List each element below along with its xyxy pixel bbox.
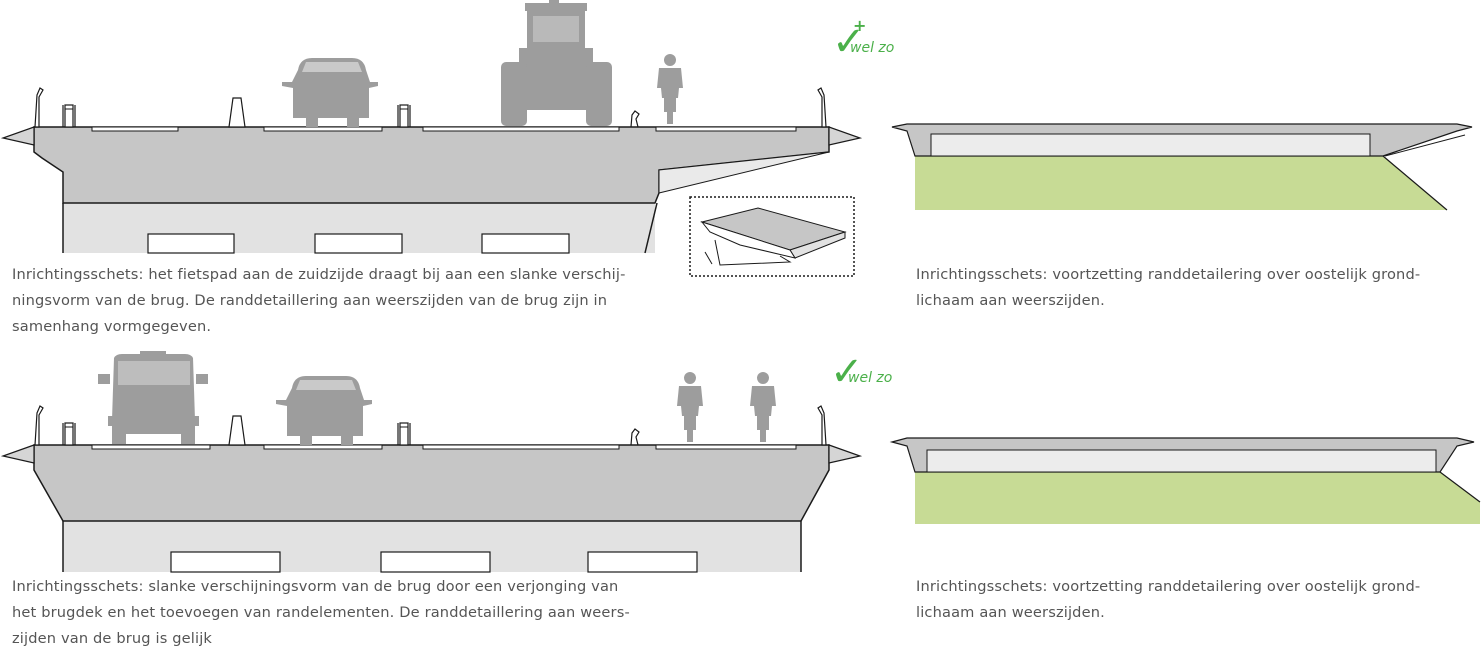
cyclist-icon [657,54,683,124]
car-icon [276,376,372,445]
approval-badge-top: ✓ + wel zo [832,18,902,65]
bottom-embankment-section [889,437,1481,524]
caption-top-right: Inrichtingsschets: voortzetting randdeta… [916,266,1421,309]
embankment-green [915,156,1447,210]
van-icon [98,351,208,444]
top-cross-section [0,0,863,254]
approval-badge-bottom: ✓ wel zo [830,352,900,392]
check-icon: ✓ [830,349,864,395]
caption-top-left: Inrichtingsschets: het fietspad aan de z… [12,266,626,335]
caption-bottom-right: Inrichtingsschets: voortzetting randdeta… [916,578,1421,621]
badge-label: wel zo [848,370,893,386]
embankment-green [915,472,1480,524]
car-icon [282,58,378,127]
cyclist-icon [750,372,776,442]
badge-label: wel zo [850,40,895,56]
check-plus-icon: ✓ [832,19,866,65]
cyclist-icon [677,372,703,442]
bridge-deck [33,444,830,522]
bottom-cross-section [0,351,863,573]
plus-mark: + [853,16,867,35]
tractor-icon [501,0,612,126]
caption-bottom-left: Inrichtingsschets: slanke verschijningsv… [12,578,630,647]
top-embankment-section [891,123,1473,211]
edge-detail-inset [689,196,855,277]
